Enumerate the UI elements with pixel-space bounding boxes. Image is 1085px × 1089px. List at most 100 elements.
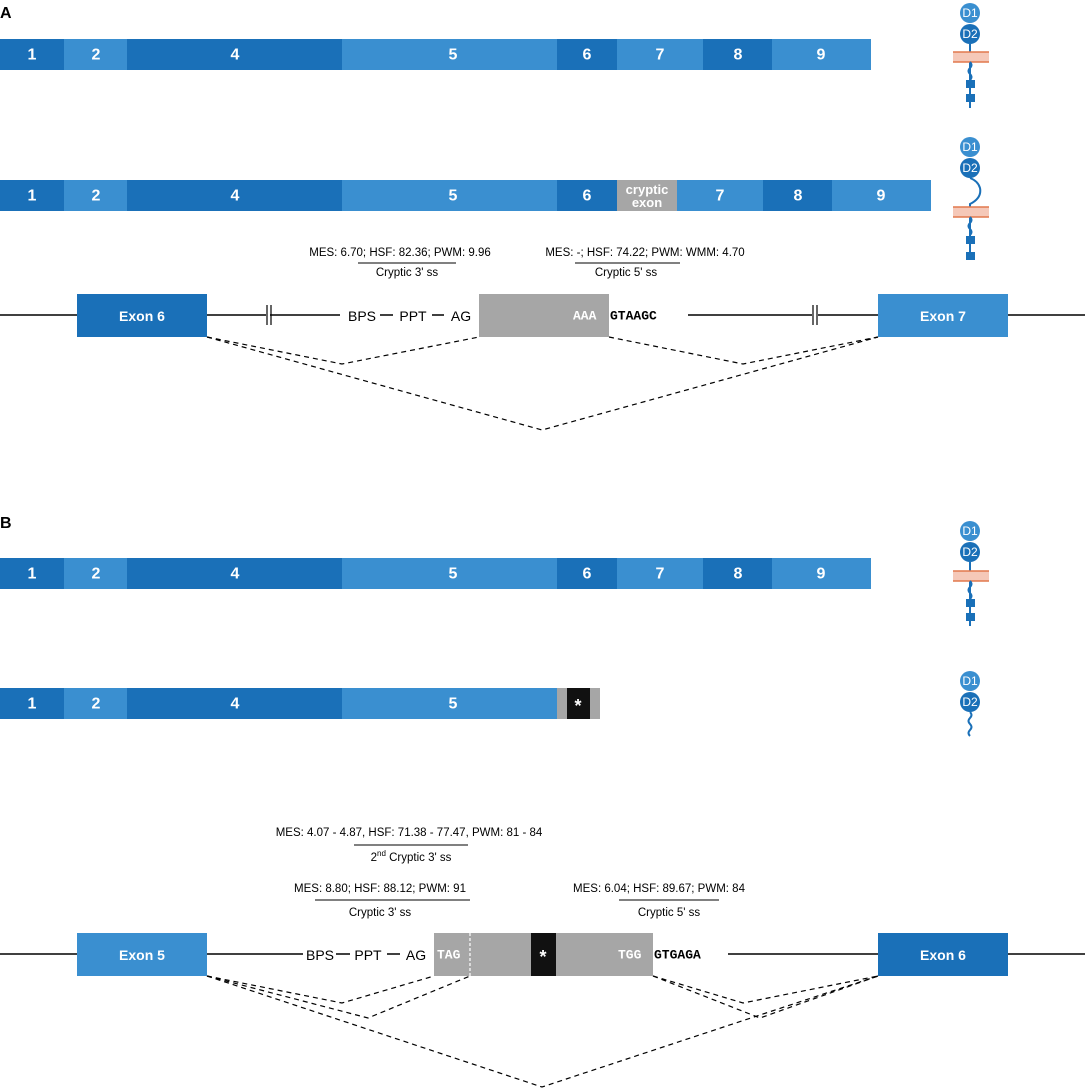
splice-line [206, 336, 480, 365]
exon-block [64, 180, 127, 211]
exon-label: 9 [877, 188, 886, 205]
exon-label: 7 [656, 47, 665, 64]
panel-a-normal-transcript: 1 2 4 5 6 7 8 9 [0, 39, 871, 70]
stop-codon-gene [531, 933, 556, 976]
stop-codon-block [567, 688, 590, 719]
second-acceptor-scores: MES: 4.07 - 4.87, HSF: 71.38 - 77.47, PW… [276, 827, 543, 839]
exon-block [127, 180, 342, 211]
donor-label: Cryptic 5' ss [638, 907, 701, 919]
exon-block [763, 180, 832, 211]
gene-exon-left-label: Exon 5 [119, 947, 165, 963]
domain-circle [960, 24, 980, 44]
exon-block [0, 688, 64, 719]
exon-label: 6 [583, 47, 592, 64]
domain-label: D1 [962, 140, 978, 154]
domain-label: D1 [962, 6, 978, 20]
exon-block [557, 39, 617, 70]
acceptor-scores: MES: 8.80; HSF: 88.12; PWM: 91 [294, 883, 466, 895]
exon-block [64, 39, 127, 70]
cryptic-start-seq: TAG [437, 948, 461, 963]
domain-label: D2 [962, 161, 978, 175]
splice-line [652, 975, 879, 1004]
splice-line [608, 336, 879, 365]
exon-label: 7 [716, 188, 725, 205]
motif-bps: BPS [306, 947, 334, 963]
exon-block [772, 39, 871, 70]
domain-circle [960, 158, 980, 178]
splice-line [652, 975, 879, 1019]
panel-b-normal-transcript: 1 2 4 5 6 7 8 9 [0, 558, 871, 589]
exon-block [703, 39, 772, 70]
panel-a-protein-normal: D1 D2 [953, 3, 989, 108]
exon-block [342, 39, 557, 70]
gene-exon-right-label: Exon 6 [920, 947, 966, 963]
exon-label: 2 [92, 696, 101, 713]
gene-exon-right [878, 933, 1008, 976]
stop-symbol: * [574, 696, 581, 716]
exon-block [342, 688, 557, 719]
exon-label: 5 [449, 188, 458, 205]
splice-line [206, 975, 435, 1004]
donor-scores: MES: -; HSF: 74.22; PWM: WMM: 4.70 [545, 247, 744, 259]
panel-b-gene-structure: Exon 5 Exon 6 BPS PPT AG * TAG TGG GTGAG… [0, 933, 1085, 1088]
membrane [953, 207, 989, 217]
cryptic-seq: AAA [573, 309, 597, 324]
exon-label: 8 [734, 566, 743, 583]
exon-label: 6 [583, 188, 592, 205]
panel-a-gene-structure: Exon 6 Exon 7 BPS PPT AG AAA GTAAGC [0, 294, 1085, 431]
domain-circle [960, 3, 980, 23]
exon-block [342, 180, 557, 211]
panel-b-label: B [0, 515, 12, 532]
domain-circle [960, 542, 980, 562]
domain-circle [960, 692, 980, 712]
exon-block [617, 39, 703, 70]
exon-label: 4 [231, 47, 240, 64]
exon-label: 2 [92, 47, 101, 64]
cryptic-end-seq: TGG [618, 948, 642, 963]
membrane [953, 571, 989, 581]
exon-label: 4 [231, 188, 240, 205]
motif-ppt: PPT [399, 308, 427, 324]
splice-line [206, 336, 879, 431]
exon-block [0, 180, 64, 211]
motif-ppt: PPT [354, 947, 382, 963]
gene-exon-right-label: Exon 7 [920, 308, 966, 324]
panel-b-protein-normal: D1 D2 [953, 521, 989, 626]
exon-label: 6 [583, 566, 592, 583]
motif-ag: AG [406, 947, 426, 963]
cryptic-exon-label-box: cryptic exon [626, 183, 669, 209]
splice-line [206, 975, 471, 1019]
exon-block [127, 558, 342, 589]
donor-seq: GTGAGA [654, 948, 701, 963]
exon-label: 1 [28, 566, 37, 583]
second-acceptor-label: 2nd Cryptic 3' ss [371, 849, 452, 864]
acceptor-label: Cryptic 3' ss [376, 267, 439, 279]
panel-b-truncated-transcript: 1 2 4 5 * [0, 688, 600, 719]
exon-block [0, 558, 64, 589]
exon-block [127, 39, 342, 70]
exon-block [557, 558, 617, 589]
panel-b-protein-truncated: D1 D2 [960, 671, 980, 737]
exon-block [772, 558, 871, 589]
exon-label: 1 [28, 47, 37, 64]
gene-exon-left-label: Exon 6 [119, 308, 165, 324]
exon-block [677, 180, 763, 211]
exon-label: 4 [231, 566, 240, 583]
exon-label: 7 [656, 566, 665, 583]
exon-block [342, 558, 557, 589]
domain-label: D2 [962, 545, 978, 559]
exon-label: 8 [734, 47, 743, 64]
exon-block [617, 558, 703, 589]
exon-label: 9 [817, 47, 826, 64]
domain-label: D2 [962, 695, 978, 709]
exon-label: 5 [449, 47, 458, 64]
splice-line [206, 975, 879, 1088]
panel-a-aberrant-transcript: 1 2 4 5 6 cryptic exon 7 8 9 [0, 180, 931, 211]
donor-seq: GTAAGC [610, 309, 657, 324]
gene-exon-right [878, 294, 1008, 337]
exon-label: 4 [231, 696, 240, 713]
stop-symbol: * [539, 947, 546, 967]
membrane [953, 52, 989, 62]
acceptor-label: Cryptic 3' ss [349, 907, 412, 919]
cryptic-exon-gene [479, 294, 609, 337]
